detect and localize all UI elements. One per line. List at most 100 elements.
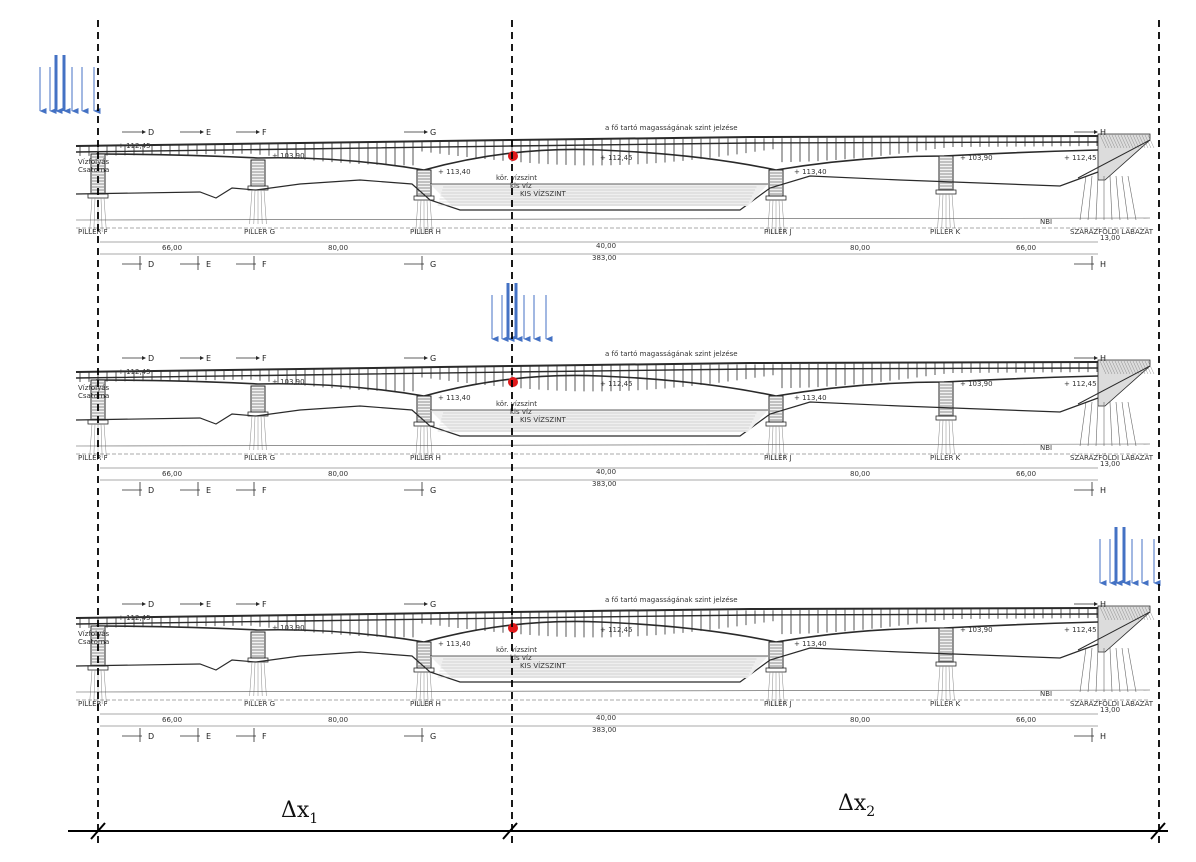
pier-label-1: PILLÉR F xyxy=(78,227,108,236)
pier-2 xyxy=(247,159,269,225)
svg-text:E: E xyxy=(206,732,211,741)
pier-5 xyxy=(935,381,957,455)
left-tag-1: Vízfolyás xyxy=(78,384,110,392)
panel-load-right: a fő tartó magasságának szint jelzése+ 1… xyxy=(75,595,1155,742)
moving-load-1 xyxy=(39,55,101,114)
pier-3 xyxy=(413,395,435,461)
reference-point-marker xyxy=(508,623,518,633)
pier-label-1: PILLÉR F xyxy=(78,453,108,462)
dimension-tick-1 xyxy=(90,822,106,840)
section-mark-D: DD xyxy=(122,128,154,270)
svg-text:E: E xyxy=(206,600,211,609)
datum-line xyxy=(75,443,1151,447)
span-label-e: 66,00 xyxy=(1016,244,1036,252)
svg-text:G: G xyxy=(430,260,436,269)
reference-point-marker xyxy=(508,151,518,161)
top-note: a fő tartó magasságának szint jelzése xyxy=(605,349,738,358)
svg-text:G: G xyxy=(430,128,436,137)
section-mark-E: EE xyxy=(180,354,211,496)
section-mark-G: GG xyxy=(404,600,436,742)
total-span-label: 383,00 xyxy=(592,254,617,262)
level-label-5: + 113,40 xyxy=(794,640,827,648)
svg-text:D: D xyxy=(148,732,154,741)
svg-text:H: H xyxy=(1100,486,1106,495)
water-label-3: KIS VÍZSZINT xyxy=(520,661,567,670)
left-tag-1: Vízfolyás xyxy=(78,158,110,166)
water-label-2: kis víz xyxy=(510,654,532,662)
pier-label-1: PILLÉR F xyxy=(78,699,108,708)
svg-text:F: F xyxy=(262,354,267,363)
svg-text:D: D xyxy=(148,260,154,269)
svg-text:E: E xyxy=(206,260,211,269)
svg-text:D: D xyxy=(148,128,154,137)
level-label-3: + 113,40 xyxy=(438,168,471,176)
water-label-1: kör. vízszint xyxy=(496,646,537,654)
span-label-b: 80,00 xyxy=(328,716,348,724)
pier-label-5: PILLÉR K xyxy=(930,227,961,236)
dimension-tick-3 xyxy=(1150,822,1166,840)
left-tag-2: Csatorna xyxy=(78,166,109,174)
panel-load-left: a fő tartó magasságának szint jelzése+ 1… xyxy=(75,123,1155,270)
pier-label-6: SZÁRAZFÖLDI LÁBAZAT xyxy=(1070,227,1154,236)
ground-line xyxy=(75,643,1099,683)
water-label-2: kis víz xyxy=(510,408,532,416)
svg-text:F: F xyxy=(262,732,267,741)
river-water xyxy=(430,655,768,678)
pier-label-6: SZÁRAZFÖLDI LÁBAZAT xyxy=(1070,453,1154,462)
left-tag-1: Vízfolyás xyxy=(78,630,110,638)
pier-label-6: SZÁRAZFÖLDI LÁBAZAT xyxy=(1070,699,1154,708)
right-abutment xyxy=(1077,605,1155,693)
right-abutment xyxy=(1077,359,1155,447)
moving-load-3 xyxy=(1099,527,1161,586)
panel-load-middle: a fő tartó magasságának szint jelzése + 1… xyxy=(75,349,1155,496)
level-label-5: + 113,40 xyxy=(794,394,827,402)
span-label-c: 40,00 xyxy=(596,468,616,476)
section-mark-D: DD xyxy=(122,600,154,742)
svg-text:H: H xyxy=(1100,600,1106,609)
svg-text:G: G xyxy=(430,732,436,741)
level-label-2: + 103,90 xyxy=(272,152,305,160)
svg-text:H: H xyxy=(1100,732,1106,741)
section-mark-F: FF xyxy=(236,600,267,742)
level-label-6: + 103,90 xyxy=(960,154,993,162)
right-dim-label: 13,00 xyxy=(1100,460,1120,468)
level-label-1: + 112,45 xyxy=(118,614,151,622)
svg-text:G: G xyxy=(430,354,436,363)
svg-text:E: E xyxy=(206,486,211,495)
ground-line xyxy=(75,171,1099,211)
datum-line xyxy=(75,689,1151,693)
pier-label-3: PILLÉR H xyxy=(410,227,441,236)
left-tag-2: Csatorna xyxy=(78,638,109,646)
span-label-a: 66,00 xyxy=(162,470,182,478)
level-label-1: + 112,45 xyxy=(118,142,151,150)
pier-label-3: PILLÉR H xyxy=(410,453,441,462)
svg-text:F: F xyxy=(262,260,267,269)
span-label-c: 40,00 xyxy=(596,714,616,722)
dimension-tick-2 xyxy=(502,822,518,840)
svg-text:F: F xyxy=(262,128,267,137)
water-label-3: KIS VÍZSZINT xyxy=(520,415,567,424)
section-mark-D: DD xyxy=(122,354,154,496)
svg-text:F: F xyxy=(262,600,267,609)
level-label-4: + 112,45 xyxy=(600,380,633,388)
level-label-4: + 112,45 xyxy=(600,154,633,162)
svg-text:D: D xyxy=(148,486,154,495)
water-label-3: KIS VÍZSZINT xyxy=(520,189,567,198)
svg-text:E: E xyxy=(206,354,211,363)
level-label-7: + 112,45 xyxy=(1064,626,1097,634)
total-span-label: 383,00 xyxy=(592,726,617,734)
pier-3 xyxy=(413,641,435,707)
pier-label-5: PILLÉR K xyxy=(930,699,961,708)
span-label-b: 80,00 xyxy=(328,470,348,478)
moving-load-2 xyxy=(491,283,553,342)
pier-4 xyxy=(765,641,787,707)
level-label-7: + 112,45 xyxy=(1064,154,1097,162)
section-mark-G: GG xyxy=(404,128,436,270)
nb-mark: NBI xyxy=(1040,218,1052,226)
svg-text:D: D xyxy=(148,354,154,363)
section-mark-G: GG xyxy=(404,354,436,496)
level-label-5: + 113,40 xyxy=(794,168,827,176)
span-label-c: 40,00 xyxy=(596,242,616,250)
svg-text:F: F xyxy=(262,486,267,495)
pier-label-5: PILLÉR K xyxy=(930,453,961,462)
